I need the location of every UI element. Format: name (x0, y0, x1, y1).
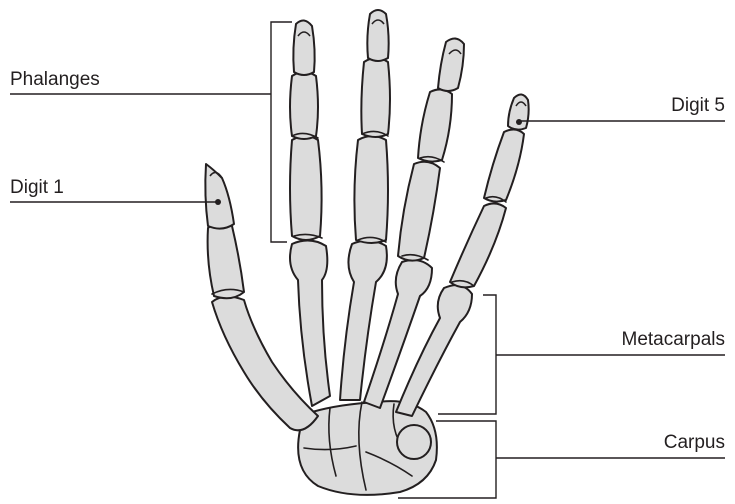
label-metacarpals: Metacarpals (622, 329, 726, 350)
label-digit-5: Digit 5 (671, 95, 725, 116)
label-carpus: Carpus (664, 432, 725, 453)
metacarpal-2 (290, 240, 330, 406)
label-phalanges: Phalanges (10, 69, 100, 90)
carpus-bones (298, 401, 437, 495)
label-digit-1: Digit 1 (10, 177, 64, 198)
digit-4-bones (398, 38, 464, 260)
digit-1-bones (205, 164, 244, 298)
digit-3-bones (354, 10, 390, 243)
digit-2-bones (290, 20, 322, 240)
metacarpal-bones (212, 240, 472, 430)
digit-5-bones (450, 94, 529, 287)
